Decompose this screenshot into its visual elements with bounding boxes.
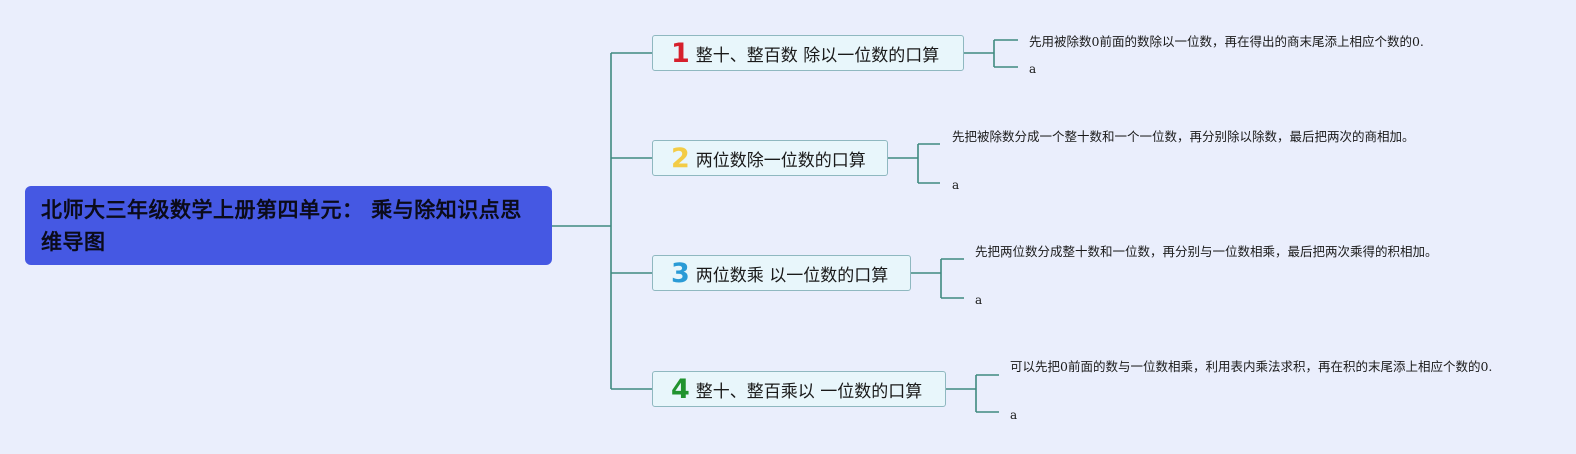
- root-title: 北师大三年级数学上册第四单元： 乘与除知识点思维导图: [41, 198, 522, 254]
- root-topic[interactable]: 北师大三年级数学上册第四单元： 乘与除知识点思维导图: [25, 186, 552, 265]
- leaf-2-bracket: [888, 143, 940, 184]
- branch-1-topic[interactable]: 1 整十、整百数 除以一位数的口算: [652, 35, 964, 71]
- branch-2-topic[interactable]: 2 两位数除一位数的口算: [652, 140, 888, 176]
- branch-3-subnote[interactable]: a: [975, 293, 983, 307]
- number-3-icon: 3: [671, 257, 690, 289]
- branch-4-topic[interactable]: 4 整十、整百乘以 一位数的口算: [652, 371, 946, 407]
- leaf-1-bracket: [964, 39, 1018, 68]
- branch-3-label: 两位数乘 以一位数的口算: [695, 265, 889, 286]
- branch-3-note[interactable]: 先把两位数分成整十数和一位数，再分别与一位数相乘，最后把两次乘得的积相加。: [975, 244, 1438, 259]
- number-2-icon: 2: [671, 142, 690, 174]
- leaf-4-bracket: [946, 374, 999, 413]
- leaf-3-bracket: [911, 258, 964, 299]
- branch-4-note[interactable]: 可以先把0前面的数与一位数相乘，利用表内乘法求积，再在积的末尾添上相应个数的0.: [1010, 359, 1493, 374]
- branch-3-topic[interactable]: 3 两位数乘 以一位数的口算: [652, 255, 911, 291]
- number-4-icon: 4: [671, 373, 690, 405]
- branch-4-subnote[interactable]: a: [1010, 408, 1018, 422]
- branch-1-subnote[interactable]: a: [1029, 62, 1037, 76]
- branch-1-label: 整十、整百数 除以一位数的口算: [695, 45, 940, 66]
- branch-1-note[interactable]: 先用被除数0前面的数除以一位数，再在得出的商末尾添上相应个数的0.: [1029, 34, 1424, 49]
- branch-2-note[interactable]: 先把被除数分成一个整十数和一个一位数，再分别除以除数，最后把两次的商相加。: [952, 129, 1415, 144]
- branch-2-label: 两位数除一位数的口算: [695, 150, 866, 171]
- number-1-icon: 1: [671, 37, 690, 69]
- branch-2-subnote[interactable]: a: [952, 178, 960, 192]
- branch-4-label: 整十、整百乘以 一位数的口算: [695, 381, 923, 402]
